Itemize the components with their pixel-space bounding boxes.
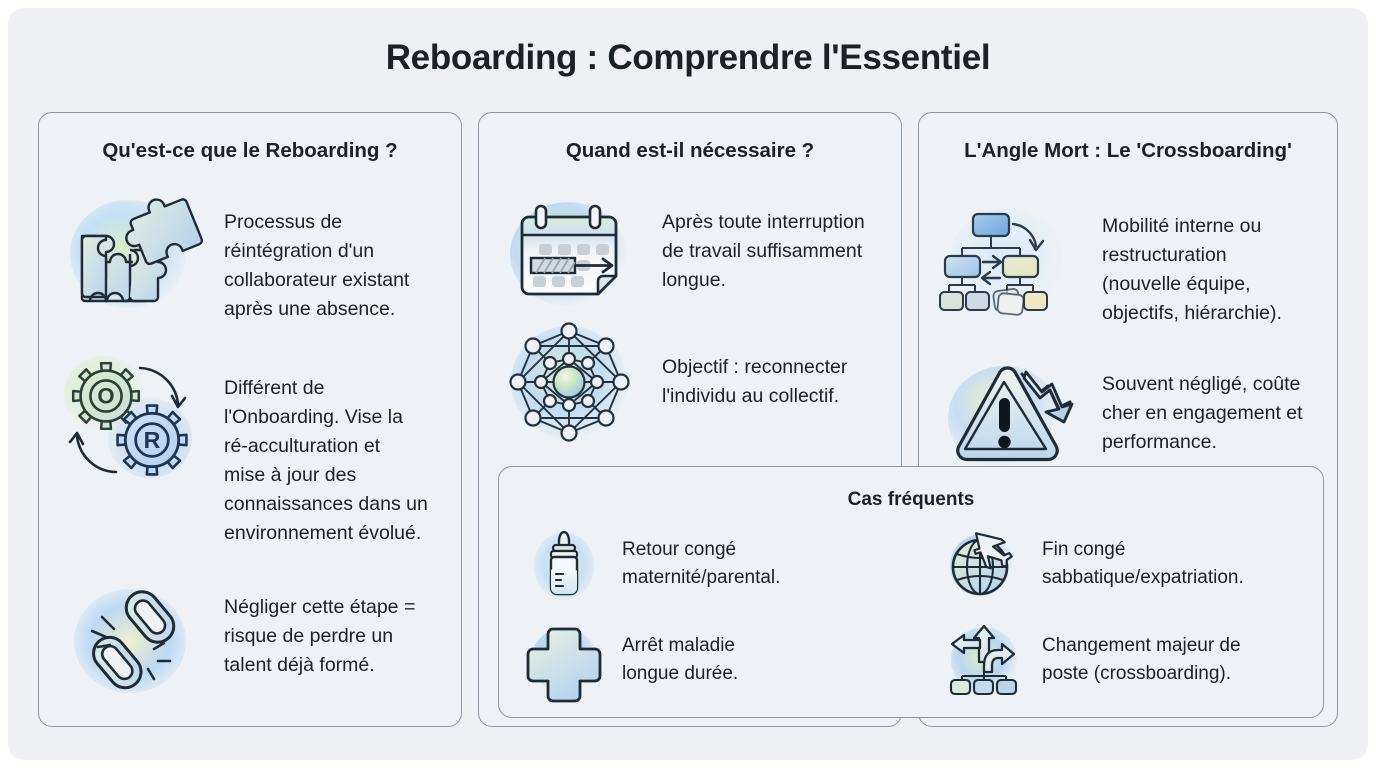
org-chart-transfer-icon <box>939 198 1072 316</box>
list-item-text: Processus de réintégration d'un collabor… <box>224 211 410 320</box>
list-item-text: Fin congé sabbatique/expatriation. <box>1042 539 1244 588</box>
list-item: Arrêt maladie longue durée. <box>526 622 739 703</box>
puzzle-piece-icon <box>68 194 204 312</box>
infographic-canvas: Reboarding : Comprendre l'Essentiel Qu'e… <box>8 8 1368 760</box>
list-item-text: Après toute interruption de travail suff… <box>662 211 865 291</box>
panel-frequent-cases: Cas fréquents <box>498 466 1324 718</box>
panel-heading: L'Angle Mort : Le 'Crossboarding' <box>964 139 1292 162</box>
gears-onboarding-reboarding-icon: O R <box>64 356 194 478</box>
list-item-text: Mobilité interne ou restructuration (nou… <box>1102 215 1282 324</box>
list-item: Changement majeur de poste (crossboardin… <box>946 622 1241 698</box>
list-item: Mobilité interne ou restructuration (nou… <box>939 198 1282 328</box>
list-item-text: Souvent négligé, coûte cher en engagemen… <box>1102 373 1303 453</box>
globe-airplane-icon <box>946 526 1022 602</box>
list-item: Souvent négligé, coûte cher en engagemen… <box>946 360 1303 478</box>
panel-heading: Qu'est-ce que le Reboarding ? <box>102 139 398 162</box>
svg-text:O: O <box>97 383 114 408</box>
list-item: Processus de réintégration d'un collabor… <box>68 194 409 324</box>
warning-triangle-decline-icon <box>946 360 1074 478</box>
calendar-duration-icon <box>506 194 632 312</box>
baby-bottle-icon <box>526 526 602 602</box>
list-item-text: Négliger cette étape = risque de perdre … <box>224 596 416 676</box>
page-title: Reboarding : Comprendre l'Essentiel <box>385 38 991 77</box>
network-nodes-icon <box>506 322 632 442</box>
branching-arrows-icon <box>946 622 1022 698</box>
list-item-text: Objectif : reconnecter l'individu au col… <box>662 356 848 407</box>
list-item-text: Changement majeur de poste (crossboardin… <box>1042 635 1241 684</box>
list-item: Objectif : reconnecter l'individu au col… <box>506 322 848 442</box>
list-item: Après toute interruption de travail suff… <box>506 194 865 312</box>
list-item: Négliger cette étape = risque de perdre … <box>68 581 415 699</box>
list-item: O R <box>64 356 428 548</box>
list-item-text: Arrêt maladie longue durée. <box>622 635 739 684</box>
list-item: Retour congé maternité/parental. <box>526 526 780 602</box>
broken-chain-link-icon <box>68 581 194 699</box>
panel-heading: Quand est-il nécessaire ? <box>565 139 815 162</box>
list-item-text: Retour congé maternité/parental. <box>622 539 781 588</box>
medical-cross-icon <box>526 622 602 703</box>
svg-text:R: R <box>144 427 161 453</box>
list-item: Fin congé sabbatique/expatriation. <box>946 526 1244 602</box>
list-item-text: Différent de l'Onboarding. Vise la ré-ac… <box>224 377 428 544</box>
panel-heading: Cas fréquents <box>847 489 975 510</box>
